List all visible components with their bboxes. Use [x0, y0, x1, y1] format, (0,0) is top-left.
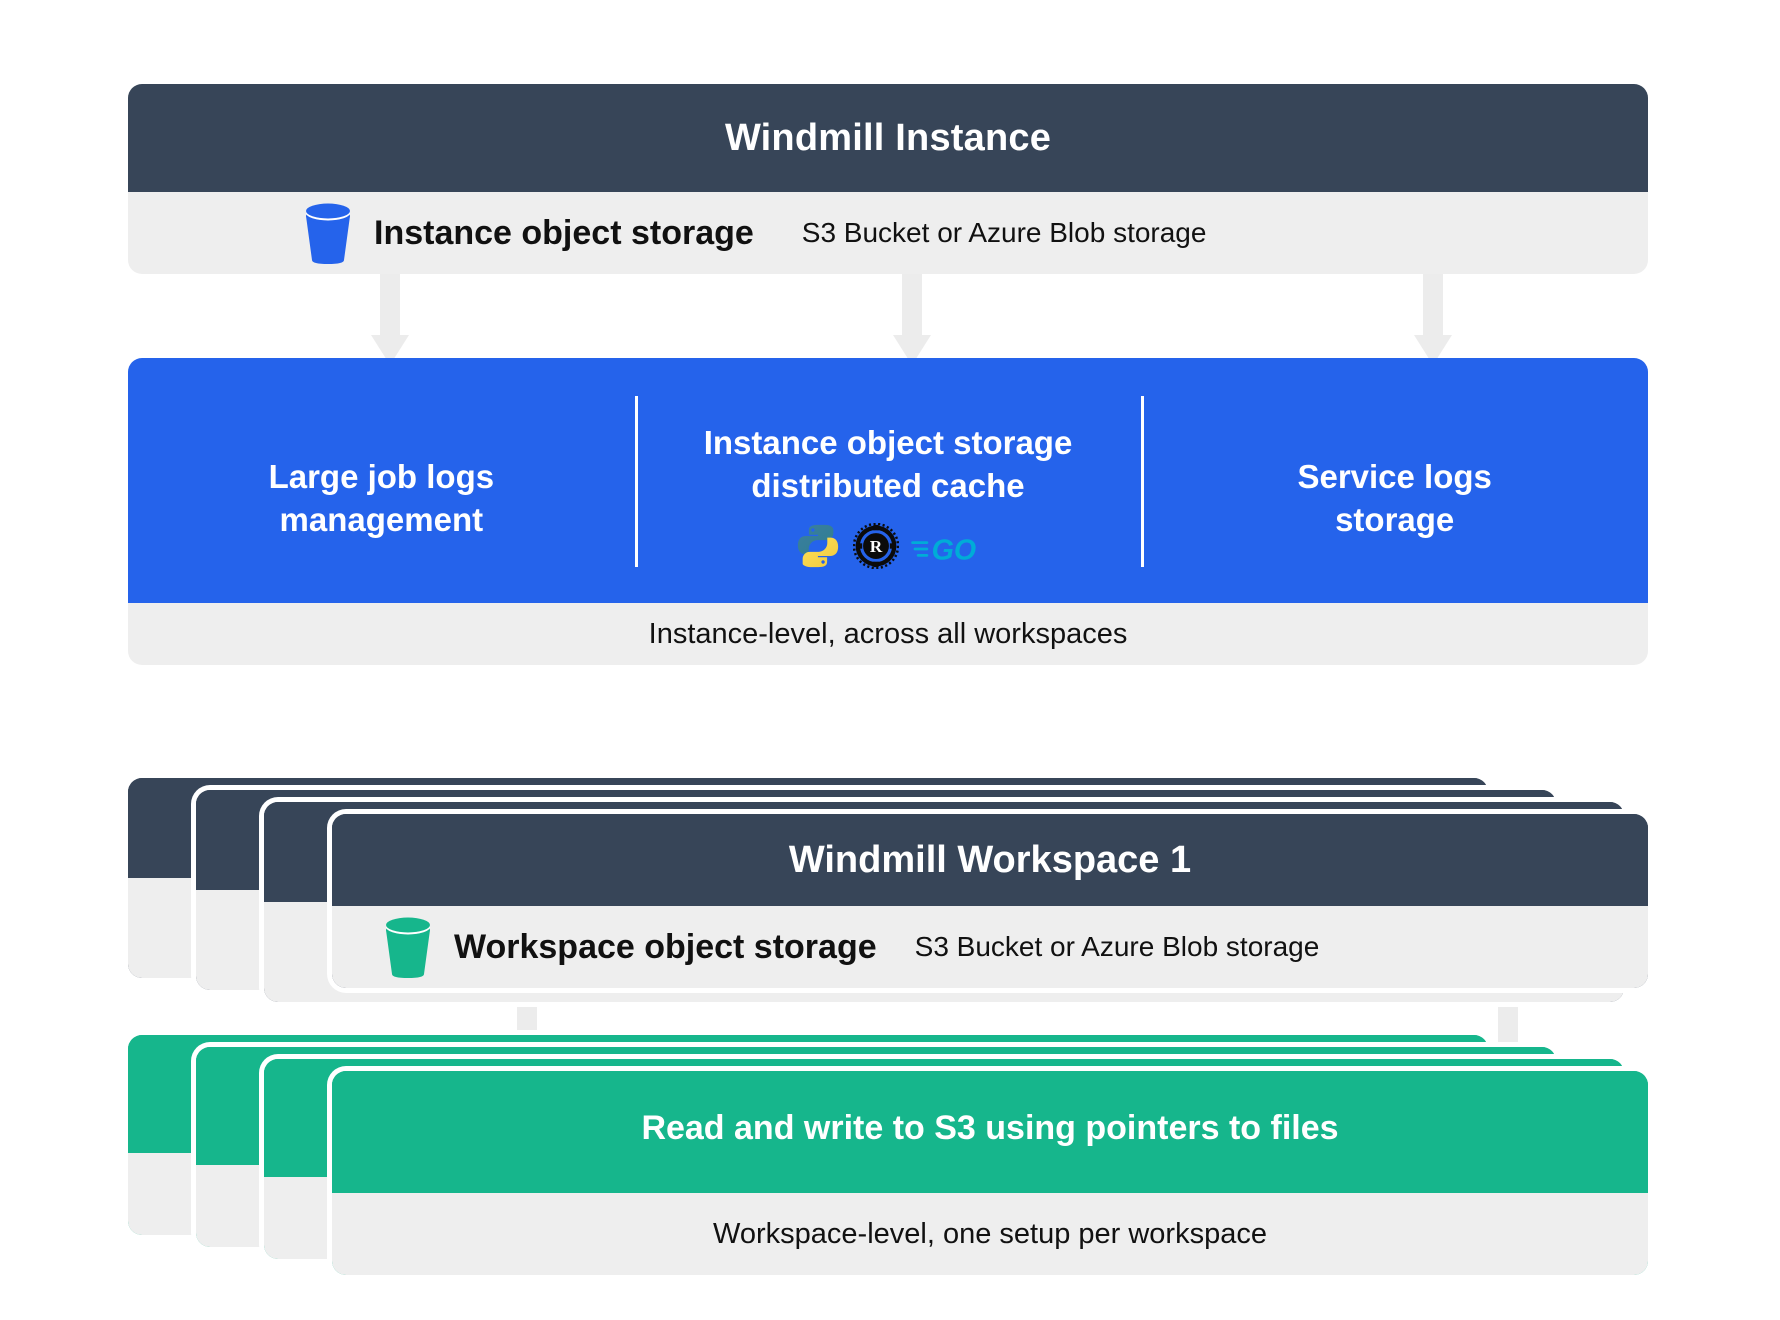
workspace-object-storage-row: Workspace object storage S3 Bucket or Az… [332, 906, 1648, 988]
instance-features-card: Large job logs management Instance objec… [128, 358, 1648, 665]
svg-text:GO: GO [932, 534, 977, 566]
instance-storage-sublabel: S3 Bucket or Azure Blob storage [801, 217, 1207, 248]
bucket-icon [300, 202, 356, 264]
bucket-icon [380, 916, 436, 978]
workspace-level-footer-text: Workspace-level, one setup per workspace [713, 1217, 1267, 1250]
feature-large-job-logs: Large job logs management [128, 358, 635, 603]
workspace-storage-label: Workspace object storage [454, 927, 877, 966]
rust-icon: R [852, 522, 900, 574]
feature-distributed-cache: Instance object storage distributed cach… [634, 358, 1142, 603]
instance-storage-label: Instance object storage [374, 213, 754, 252]
feature-service-logs: Service logs storage [1141, 358, 1648, 603]
workspace-title-bar: Windmill Workspace 1 [332, 814, 1648, 906]
feature-distributed-cache-title: Instance object storage distributed cach… [703, 424, 1073, 504]
workspace-title: Windmill Workspace 1 [788, 838, 1192, 881]
instance-features-panel: Large job logs management Instance objec… [128, 358, 1648, 603]
instance-title: Windmill Instance [128, 84, 1648, 192]
workspace-action-stack: 4 3 2 Read and write to S3 using pointer… [128, 1035, 1648, 1275]
action-title: Read and write to S3 using pointers to f… [641, 1109, 1339, 1147]
action-card-1: Read and write to S3 using pointers to f… [332, 1071, 1648, 1275]
feature-service-logs-title: Service logs storage [1297, 458, 1492, 538]
language-icons-row: R [795, 522, 981, 575]
action-card-2-number: 2 [0, 1191, 329, 1234]
instance-object-storage-row: Instance object storage S3 Bucket or Azu… [128, 192, 1648, 274]
workspace-card-1: Windmill Workspace 1 Workspace object st… [332, 814, 1648, 988]
python-icon [795, 523, 841, 574]
workspace-storage-sublabel: S3 Bucket or Azure Blob storage [914, 931, 1320, 962]
windmill-instance-card: Windmill Instance Instance object storag… [128, 84, 1648, 274]
workspace-stack: 4 3 2 Windmill Workspace 1 [128, 778, 1648, 1002]
workspace-level-footer: Workspace-level, one setup per workspace [332, 1193, 1648, 1275]
action-title-bar: Read and write to S3 using pointers to f… [332, 1071, 1648, 1193]
go-icon: GO [911, 531, 981, 567]
workspace-card-2-number: 2 [0, 834, 329, 877]
feature-large-job-logs-title: Large job logs management [268, 458, 495, 538]
svg-text:R: R [870, 537, 883, 556]
instance-level-footer: Instance-level, across all workspaces [128, 603, 1648, 665]
